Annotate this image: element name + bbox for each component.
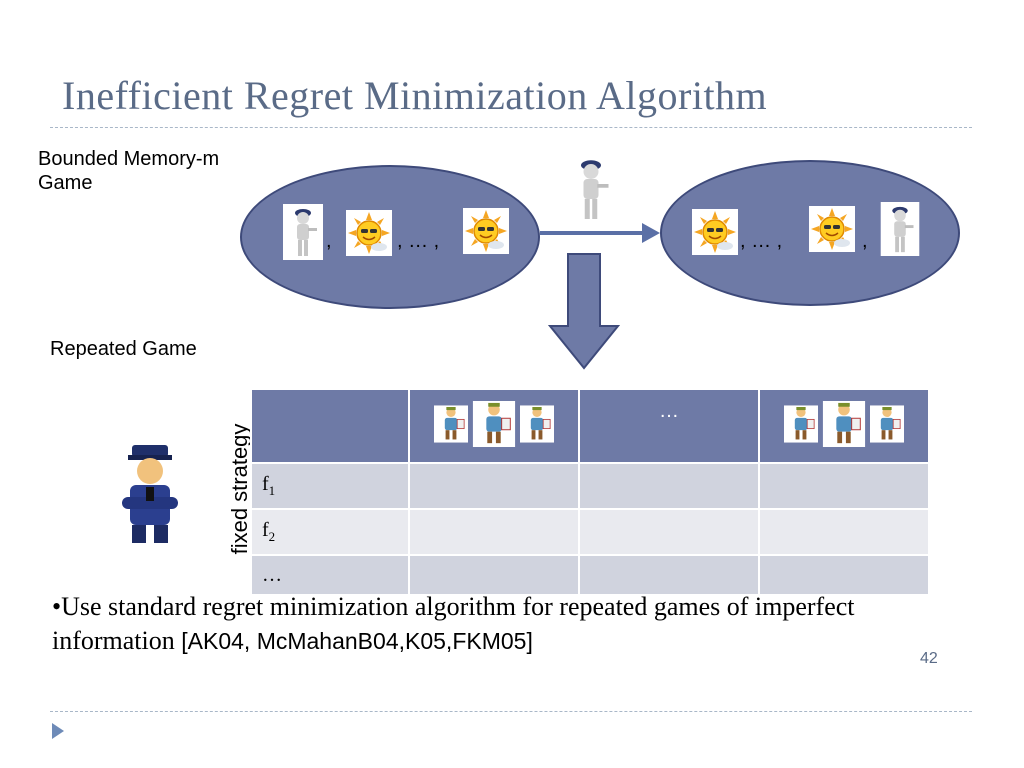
- row-label-text: …: [262, 563, 282, 586]
- row-label-sub: 2: [268, 529, 276, 544]
- row-label-text: f: [262, 519, 269, 541]
- bullet-body: •Use standard regret minimization algori…: [52, 592, 855, 655]
- table-header-row: …: [250, 388, 930, 464]
- table-header-corner: [250, 388, 410, 464]
- sun-icon: [692, 209, 738, 255]
- sun-icon: [346, 210, 392, 256]
- cartoon-people-icon: [472, 401, 516, 447]
- table-header-cell: [758, 388, 930, 464]
- table-row: f1: [250, 462, 930, 510]
- table-cell: [408, 462, 580, 510]
- cartoon-people-icon: [784, 401, 818, 447]
- police-figure-icon: [283, 204, 323, 260]
- bullet-triangle-icon: [52, 723, 64, 739]
- table-row: f2: [250, 508, 930, 556]
- footer-divider: [50, 711, 972, 712]
- cartoon-people-icon: [520, 401, 554, 447]
- table-header-ellipsis: …: [578, 388, 760, 464]
- sun-icon: [808, 206, 856, 252]
- page-number: 42: [920, 650, 938, 667]
- row-label-sub: 1: [268, 483, 276, 498]
- arrow-right-icon: [540, 223, 660, 243]
- arrow-down-icon: [548, 253, 620, 370]
- bullet-refs: [AK04, McMahanB04,K05,FKM05]: [181, 628, 533, 654]
- right-seq-sep2: ,: [862, 230, 868, 252]
- table-cell: [758, 462, 930, 510]
- cartoon-people-icon: [822, 401, 866, 447]
- table-cell: [578, 508, 760, 556]
- slide-title: Inefficient Regret Minimization Algorith…: [62, 73, 768, 118]
- left-seq-sep2: , … ,: [397, 230, 440, 252]
- row-label: f1: [250, 462, 410, 510]
- right-seq-sep1: , … ,: [740, 230, 783, 252]
- table-cell: [578, 462, 760, 510]
- bullet-text: •Use standard regret minimization algori…: [52, 590, 972, 658]
- police-figure-icon: [880, 202, 920, 256]
- row-label-text: f: [262, 473, 269, 495]
- strategy-table: … f1 f2 …: [250, 388, 930, 596]
- table-cell: [758, 554, 930, 596]
- table-cell: [408, 554, 580, 596]
- cartoon-people-icon: [870, 401, 904, 447]
- table-cell: [578, 554, 760, 596]
- police-figure-icon: [566, 154, 616, 224]
- row-label: f2: [250, 508, 410, 556]
- table-row: …: [250, 554, 930, 596]
- police-officer-icon: [110, 441, 190, 547]
- table-header-cell: [408, 388, 580, 464]
- bounded-memory-label: Bounded Memory-m Game: [38, 148, 220, 194]
- cartoon-people-icon: [434, 401, 468, 447]
- row-label: …: [250, 554, 410, 596]
- sun-icon: [462, 208, 510, 254]
- title-divider: [50, 127, 972, 128]
- table-cell: [758, 508, 930, 556]
- table-cell: [408, 508, 580, 556]
- left-seq-sep1: ,: [326, 230, 332, 252]
- repeated-game-label: Repeated Game: [50, 338, 197, 360]
